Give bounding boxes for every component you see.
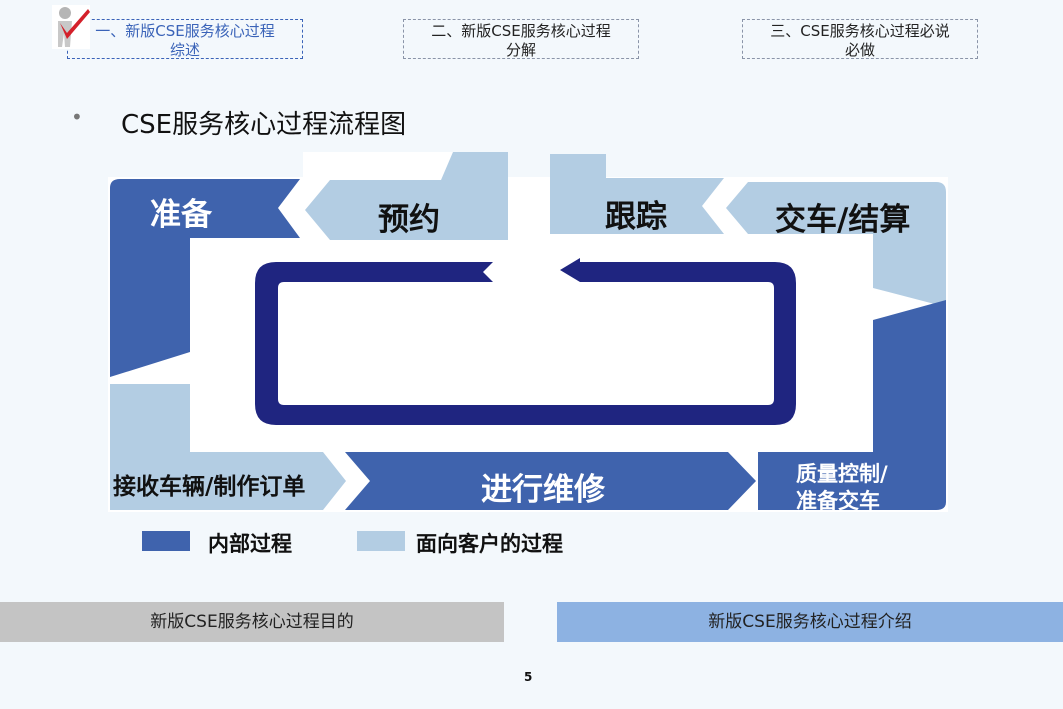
step-appointment-label: 预约 [378, 202, 440, 238]
step-tracking-label: 跟踪 [605, 199, 667, 235]
step-delivery-label: 交车/结算 [775, 202, 910, 238]
tab-decomposition-line2: 分解 [505, 41, 536, 59]
step-delivery-shape [726, 182, 946, 307]
step-prepare-label: 准备 [150, 197, 213, 233]
step-reception-shape [110, 384, 346, 510]
tab-must-do-line1: 三、CSE服务核心过程必说 [770, 22, 950, 40]
legend-internal-label: 内部过程 [208, 532, 292, 556]
legend-internal-swatch [142, 531, 190, 551]
tab-decomposition-line1: 二、新版CSE服务核心过程 [431, 22, 611, 40]
process-flow-diagram: 准备 预约 跟踪 交车/结算 接收车辆/制作订单 进行维修 质量控制/ 准备交车 [108, 152, 948, 513]
tab-must-do-line2: 必做 [844, 41, 875, 59]
step-repair-label: 进行维修 [481, 472, 606, 508]
tab-must-do[interactable]: 三、CSE服务核心过程必说 必做 [742, 19, 978, 59]
tab-decomposition[interactable]: 二、新版CSE服务核心过程 分解 [403, 19, 639, 59]
page-title: CSE服务核心过程流程图 [121, 110, 407, 140]
page-number: 5 [524, 670, 533, 684]
step-prepare-shape [110, 179, 300, 377]
logo-figure-icon [52, 5, 90, 49]
step-quality-label-line1: 质量控制/ [796, 462, 888, 486]
tab-overview-line2: 综述 [169, 41, 200, 59]
bullet: • [71, 105, 83, 129]
step-quality-shape [758, 300, 946, 510]
legend-customer-swatch [357, 531, 405, 551]
step-reception-label: 接收车辆/制作订单 [113, 473, 305, 500]
purpose-button[interactable]: 新版CSE服务核心过程目的 [0, 602, 504, 642]
step-tracking-shape [550, 154, 724, 234]
intro-button[interactable]: 新版CSE服务核心过程介绍 [557, 602, 1063, 642]
step-repair-shape [345, 452, 756, 510]
tab-overview-line1: 一、新版CSE服务核心过程 [95, 22, 275, 40]
legend-customer-label: 面向客户的过程 [416, 532, 563, 556]
step-quality-label-line2: 准备交车 [796, 489, 880, 513]
cycle-loop-arrow [255, 258, 796, 425]
tab-overview[interactable]: 一、新版CSE服务核心过程 综述 [67, 19, 303, 59]
step-appointment-shape [305, 152, 508, 240]
